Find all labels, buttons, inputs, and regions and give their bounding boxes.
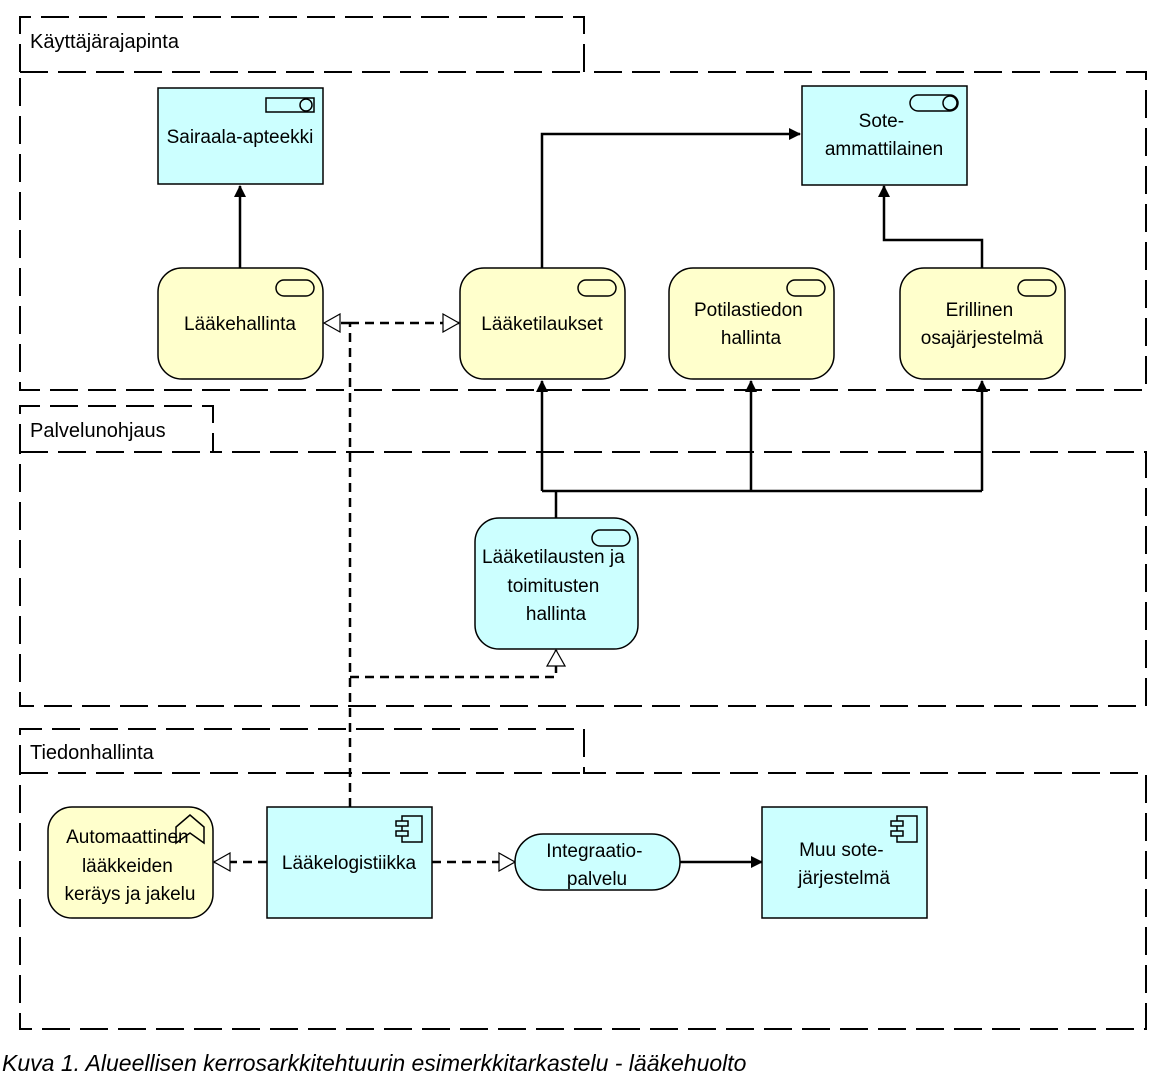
edge-logistiikka-hallinta: [350, 650, 556, 679]
node-laakehallinta[interactable]: Lääkehallinta: [157, 267, 324, 380]
edge-hallinta-bus: [542, 489, 982, 518]
group-label-palvelunohjaus: Palvelunohjaus: [30, 420, 166, 442]
group-label-kayttajarajapinta: Käyttäjärajapinta: [30, 31, 180, 53]
node-erillinen-osajarjestelma[interactable]: Erillinen osajärjestelmä: [899, 267, 1066, 380]
node-automaattinen-kerays[interactable]: Automaattinen lääkkeiden keräys ja jakel…: [47, 806, 214, 919]
edge-erillinen-sote: [878, 185, 984, 268]
node-label: Sairaala-apteekki: [167, 127, 314, 148]
group-tiedonhallinta: Tiedonhallinta: [19, 728, 1147, 1030]
node-muu-sotejarjestelma[interactable]: Muu sote- järjestelmä: [761, 806, 928, 919]
service-icon: [786, 279, 826, 297]
edge-laaketilaukset-sote: [540, 128, 801, 268]
group-label-tiedonhallinta: Tiedonhallinta: [30, 742, 155, 764]
figure-caption: Kuva 1. Alueellisen kerrosarkkitehtuurin…: [2, 1050, 747, 1076]
node-label: Potilastiedon hallinta: [694, 300, 808, 349]
function-icon: [175, 814, 205, 845]
component-icon: [395, 815, 423, 843]
component-icon: [890, 815, 918, 843]
node-potilastiedon-hallinta[interactable]: Potilastiedon hallinta: [668, 267, 835, 380]
service-icon: [1017, 279, 1057, 297]
node-sote-ammattilainen[interactable]: Sote- ammattilainen: [801, 85, 968, 186]
node-label: Lääkelogistiikka: [282, 853, 417, 874]
node-laakelogistiikka[interactable]: Lääkelogistiikka: [266, 806, 433, 919]
node-sairaala-apteekki[interactable]: Sairaala-apteekki: [157, 87, 324, 185]
node-label: Automaattinen lääkkeiden keräys ja jakel…: [65, 827, 196, 905]
connections: [214, 128, 988, 862]
node-label: Lääkehallinta: [184, 314, 296, 335]
node-label: Integraatio- palvelu: [546, 841, 647, 890]
architecture-diagram: Käyttäjärajapinta Palvelunohjaus Tiedonh…: [19, 16, 1147, 1030]
node-label: Lääketilaukset: [481, 314, 603, 335]
interface-icon: [909, 94, 959, 112]
node-label: Lääketilausten ja toimitusten hallinta: [482, 547, 630, 625]
node-label: Muu sote- järjestelmä: [797, 840, 890, 889]
group-kayttajarajapinta: Käyttäjärajapinta: [19, 16, 1147, 391]
service-icon: [577, 279, 617, 297]
interface-icon: [265, 97, 315, 113]
service-icon: [275, 279, 315, 297]
service-icon: [591, 529, 631, 547]
node-label: Erillinen osajärjestelmä: [921, 300, 1044, 349]
node-laaketilausten-hallinta[interactable]: Lääketilausten ja toimitusten hallinta: [474, 517, 639, 650]
node-integraatiopalvelu[interactable]: Integraatio- palvelu: [514, 833, 681, 891]
group-palvelunohjaus: Palvelunohjaus: [19, 405, 1147, 707]
node-label: Sote- ammattilainen: [825, 111, 943, 160]
node-laaketilaukset[interactable]: Lääketilaukset: [459, 267, 626, 380]
